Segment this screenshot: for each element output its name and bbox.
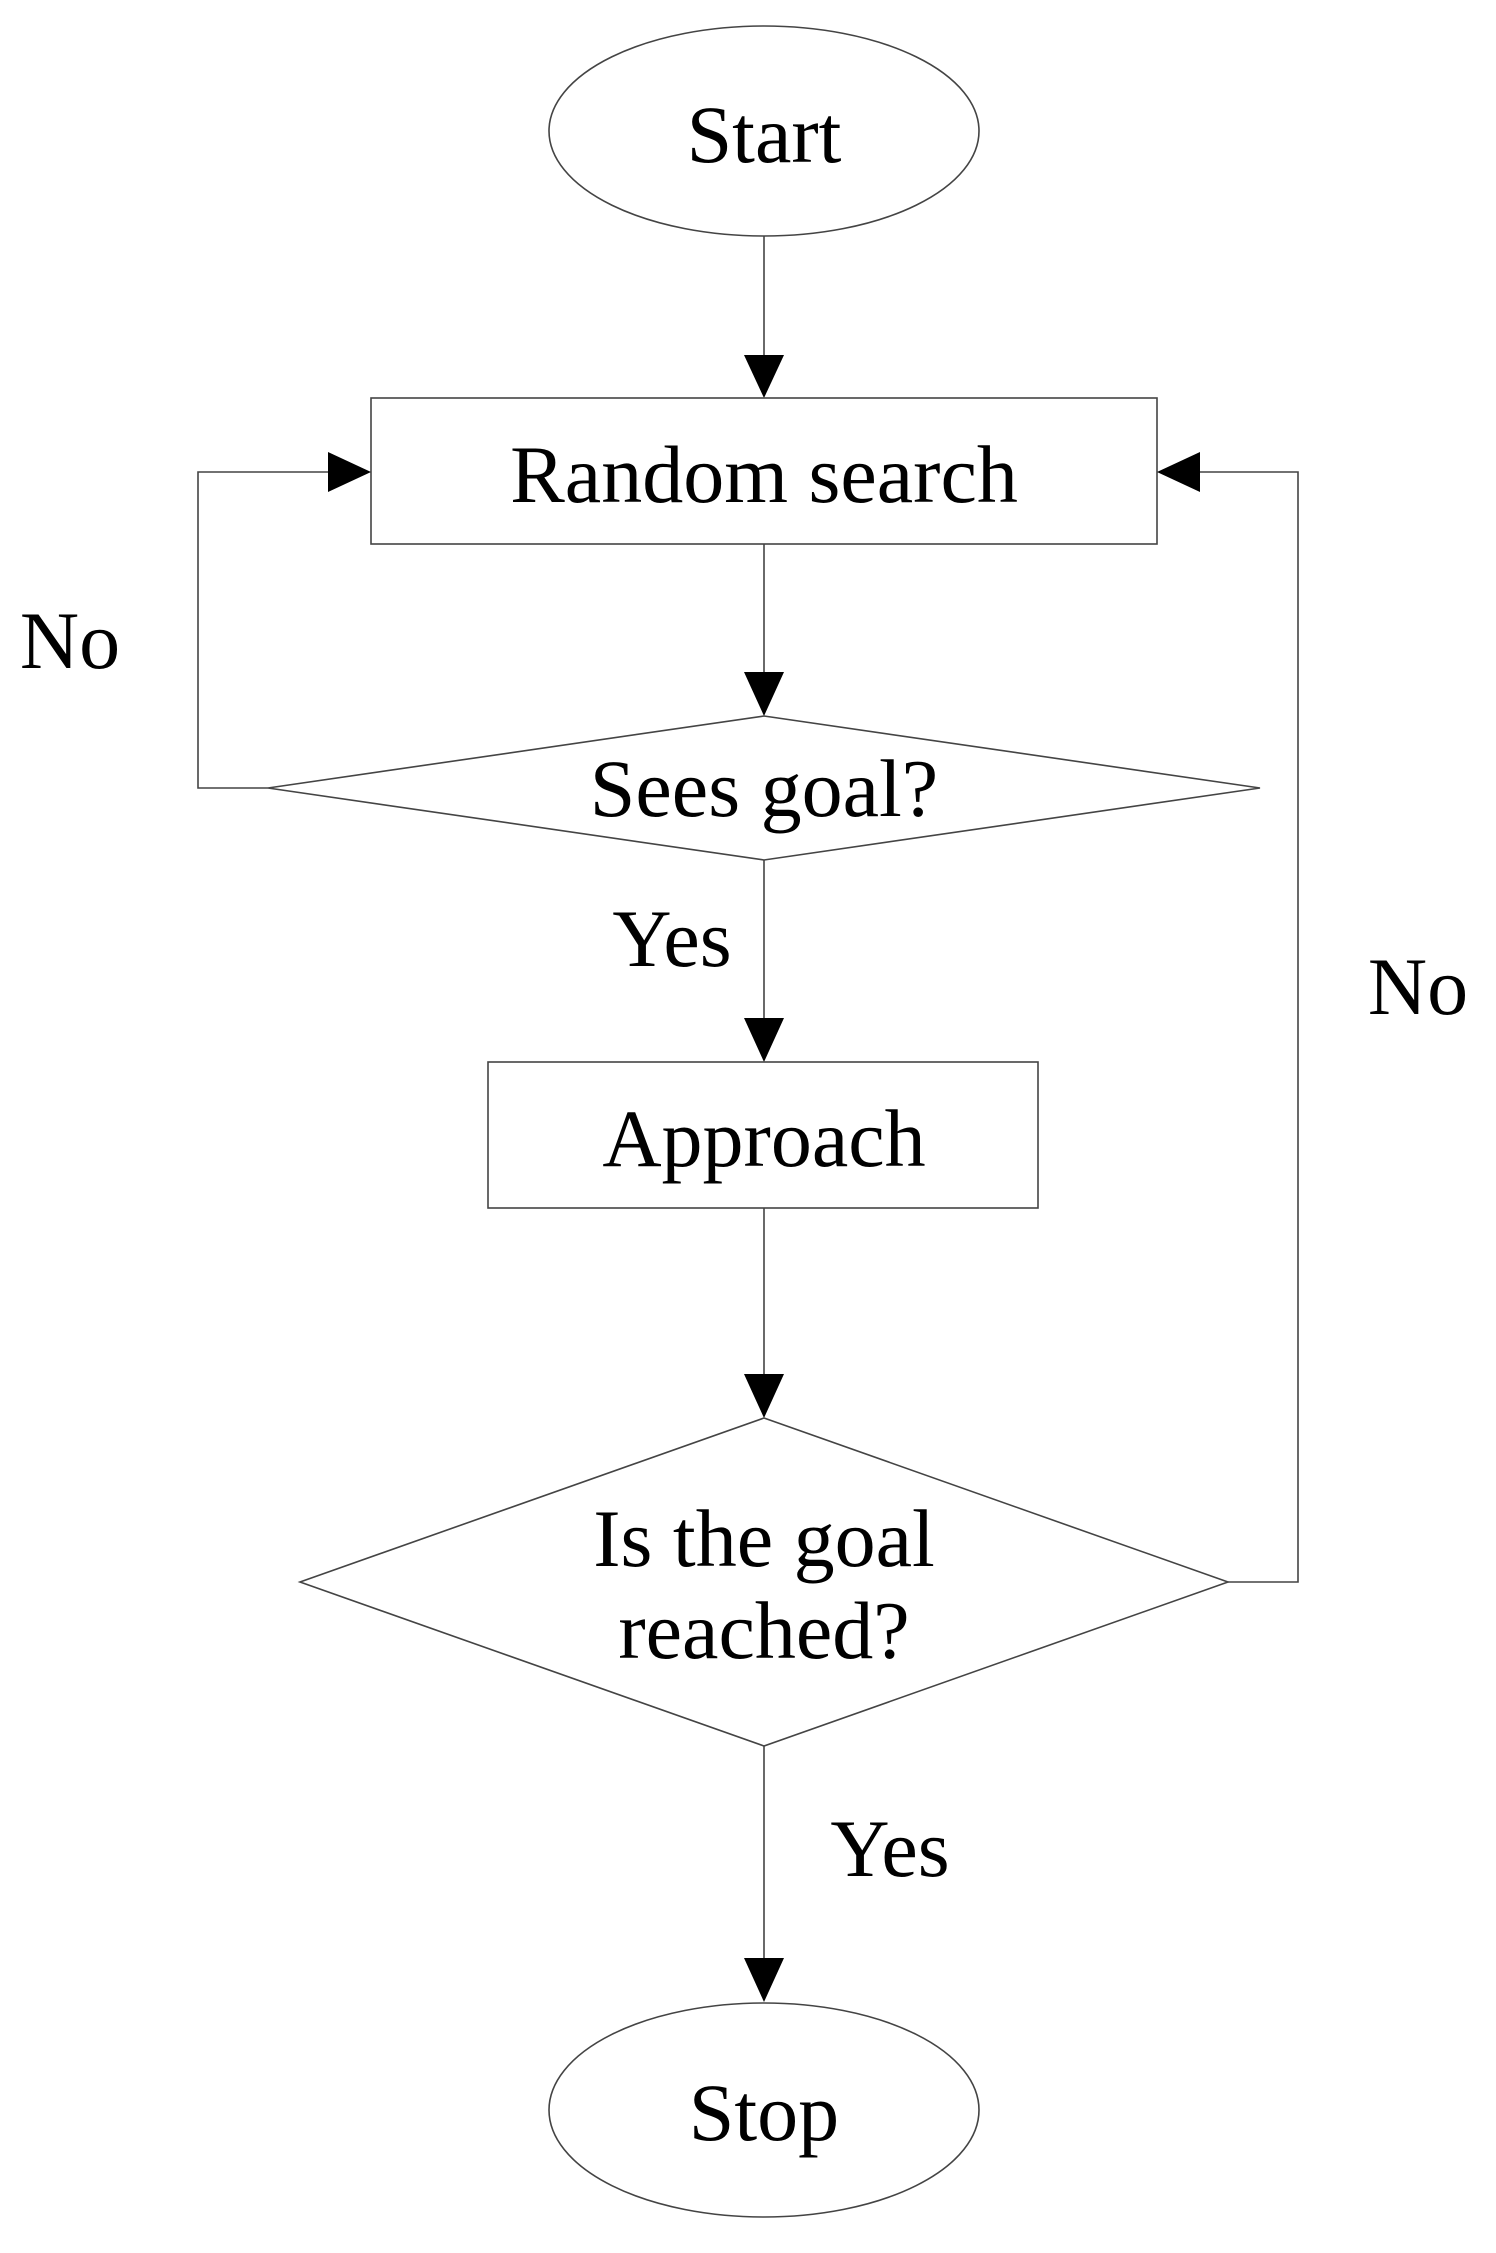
arrowhead-random-search-top <box>744 355 784 398</box>
goal-reached-no-label: No <box>1368 941 1468 1032</box>
sees-goal-yes-label: Yes <box>612 893 731 984</box>
stop-node-label: Stop <box>689 2067 839 2158</box>
arrowhead-random-search-right <box>1157 452 1200 492</box>
approach-node <box>487 1061 1039 1209</box>
arrowhead-stop-top <box>744 1958 784 2002</box>
arrowhead-random-search-left <box>328 452 371 492</box>
sees-goal-no-label: No <box>20 595 120 686</box>
arrowhead-goal-reached-top <box>744 1374 784 1418</box>
random-search-node <box>370 397 1158 545</box>
edge-goal-reached-no-loop <box>1200 471 1299 1583</box>
goal-reached-yes-label: Yes <box>830 1803 949 1894</box>
sees-goal-node-label: Sees goal? <box>590 743 938 834</box>
edge-sees-goal-no-loop <box>197 471 328 789</box>
random-search-node-label: Random search <box>510 429 1018 520</box>
approach-node-label: Approach <box>602 1093 925 1184</box>
stop-node <box>548 2002 980 2218</box>
goal-reached-node-label-line1: Is the goal <box>593 1493 935 1584</box>
arrowhead-approach-top <box>744 1018 784 1062</box>
start-node-label: Start <box>687 89 842 180</box>
goal-reached-node-label-line2: reached? <box>618 1585 909 1676</box>
arrowhead-sees-goal-top <box>744 672 784 716</box>
